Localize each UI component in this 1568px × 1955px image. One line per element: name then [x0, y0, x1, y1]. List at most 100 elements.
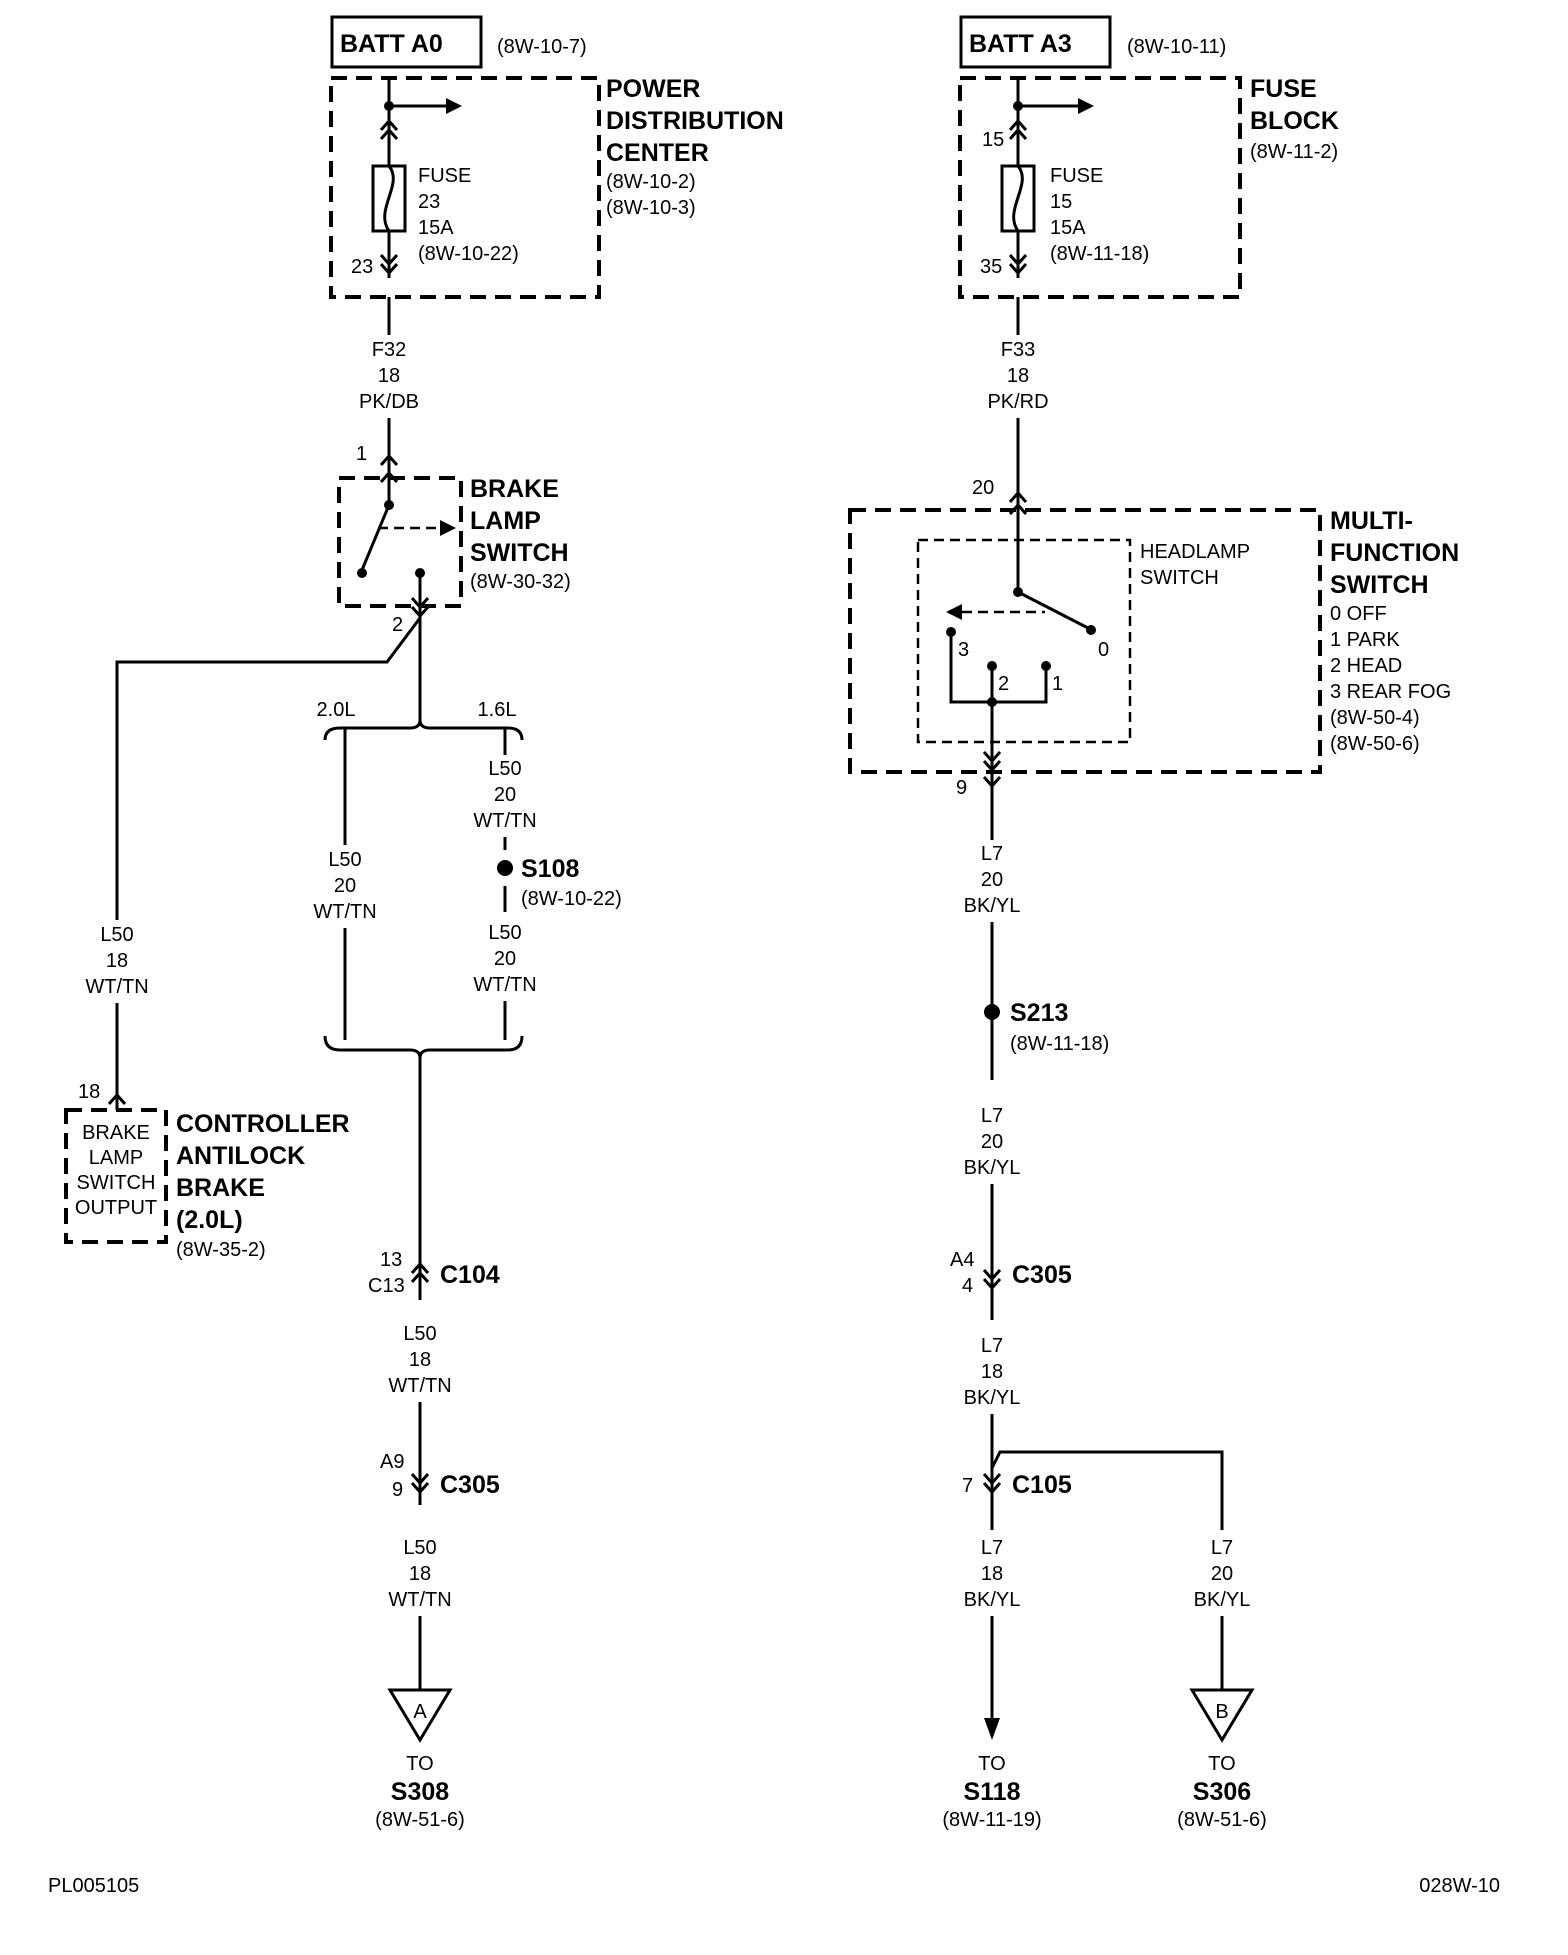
mfs-pin-20: 20 [972, 477, 994, 499]
wire-l50-2-0l-label: L50 20 WT/TN [313, 849, 376, 923]
svg-text:15: 15 [1050, 191, 1072, 213]
brake-lamp-switch-ref: (8W-30-32) [470, 571, 571, 593]
svg-text:S306: S306 [1193, 1778, 1251, 1806]
fuse-block-bus-arrow [1078, 98, 1094, 114]
splice-s213-ref: (8W-11-18) [1010, 1033, 1109, 1055]
svg-text:15A: 15A [1050, 217, 1086, 239]
brake-lamp-switch-title: BRAKE LAMP SWITCH [470, 475, 569, 567]
svg-text:OUTPUT: OUTPUT [75, 1197, 157, 1219]
wire-l50-1-6l-label-bottom: L50 20 WT/TN [473, 922, 536, 996]
svg-text:18: 18 [981, 1361, 1003, 1383]
batt-a0-ref: (8W-10-7) [497, 36, 587, 58]
brake-switch-blade [360, 504, 391, 571]
to-s118-label: TO S118 (8W-11-19) [942, 1753, 1041, 1831]
batt-a3-box [959, 15, 1112, 69]
svg-text:20: 20 [494, 784, 516, 806]
svg-text:2 HEAD: 2 HEAD [1330, 655, 1402, 677]
svg-text:WT/TN: WT/TN [313, 901, 376, 923]
svg-text:BK/YL: BK/YL [964, 1589, 1021, 1611]
svg-text:(8W-51-6): (8W-51-6) [375, 1809, 465, 1831]
fuse-23-text: FUSE 23 15A (8W-10-22) [418, 165, 519, 265]
abs-in-chevron [107, 1092, 127, 1105]
batt-a0-label: BATT A0 [340, 30, 443, 58]
headlamp-action-arrow [946, 604, 962, 620]
headlamp-switch-box [916, 538, 1132, 744]
brake-lamp-switch-box [337, 476, 463, 608]
c305-left-pin-a9: A9 [380, 1451, 404, 1473]
svg-text:MULTI-: MULTI- [1330, 507, 1413, 535]
fuse-23-element [383, 165, 395, 232]
svg-text:18: 18 [409, 1349, 431, 1371]
wire-l50-c104-label: L50 18 WT/TN [388, 1323, 451, 1397]
svg-text:HEADLAMP: HEADLAMP [1140, 541, 1250, 563]
wire-f32-label: F32 18 PK/DB [359, 339, 419, 413]
svg-text:L7: L7 [981, 1537, 1003, 1559]
svg-text:ANTILOCK: ANTILOCK [176, 1142, 305, 1170]
headlamp-switch-blade [1017, 590, 1089, 630]
contact-2: 2 [998, 673, 1009, 695]
c305-right-chevron [982, 1269, 1002, 1282]
splice-s213-label: S213 [1010, 999, 1068, 1027]
svg-text:(8W-50-6): (8W-50-6) [1330, 733, 1420, 755]
svg-text:20: 20 [494, 948, 516, 970]
wire-to-s306 [990, 1450, 1224, 1530]
svg-text:SWITCH: SWITCH [1330, 571, 1429, 599]
svg-text:S118: S118 [963, 1778, 1020, 1806]
svg-text:(8W-51-6): (8W-51-6) [1177, 1809, 1267, 1831]
svg-text:L7: L7 [981, 1105, 1003, 1127]
svg-text:BK/YL: BK/YL [964, 1157, 1021, 1179]
svg-text:F33: F33 [1001, 339, 1035, 361]
svg-text:L7: L7 [1211, 1537, 1233, 1559]
pdc-box [329, 76, 601, 299]
wire-l7-label-3: L7 18 BK/YL [964, 1335, 1021, 1409]
svg-text:BRAKE: BRAKE [176, 1174, 265, 1202]
svg-text:20: 20 [334, 875, 356, 897]
fuse-block-title: FUSE BLOCK [1250, 75, 1339, 135]
svg-text:BRAKE: BRAKE [470, 475, 559, 503]
svg-text:(8W-11-18): (8W-11-18) [1050, 243, 1149, 265]
wire-l7-label-4: L7 18 BK/YL [964, 1537, 1021, 1611]
contact-1: 1 [1052, 673, 1063, 695]
svg-text:F32: F32 [372, 339, 406, 361]
svg-text:BK/YL: BK/YL [964, 895, 1021, 917]
svg-text:SWITCH: SWITCH [1140, 567, 1219, 589]
wire-l50-abs-label: L50 18 WT/TN [85, 924, 148, 998]
svg-text:L50: L50 [488, 758, 521, 780]
option-1-6l: 1.6L [478, 699, 517, 721]
svg-text:20: 20 [981, 869, 1003, 891]
c104-pin-c13: C13 [368, 1275, 405, 1297]
splice-s213 [984, 1004, 1000, 1020]
svg-text:FUNCTION: FUNCTION [1330, 539, 1459, 567]
pdc-chevron [379, 118, 399, 131]
svg-text:L7: L7 [981, 843, 1003, 865]
c305-left-label: C305 [440, 1471, 500, 1499]
c105-chevron [982, 1473, 1002, 1486]
svg-text:WT/TN: WT/TN [388, 1375, 451, 1397]
svg-text:BK/YL: BK/YL [964, 1387, 1021, 1409]
option-2-0l: 2.0L [317, 699, 356, 721]
svg-text:PK/RD: PK/RD [987, 391, 1048, 413]
svg-text:(8W-11-19): (8W-11-19) [942, 1809, 1041, 1831]
contact-0: 0 [1098, 639, 1109, 661]
svg-text:(8W-10-22): (8W-10-22) [418, 243, 519, 265]
svg-text:20: 20 [1211, 1563, 1233, 1585]
wire-l7-label-5: L7 20 BK/YL [1194, 1537, 1251, 1611]
svg-text:18: 18 [378, 365, 400, 387]
svg-text:SWITCH: SWITCH [470, 539, 569, 567]
wire-to-abs [115, 617, 422, 920]
brake-switch-in-chevron [379, 453, 399, 466]
svg-text:23: 23 [418, 191, 440, 213]
svg-text:20: 20 [981, 1131, 1003, 1153]
batt-a0-box [330, 15, 483, 69]
svg-text:18: 18 [981, 1563, 1003, 1585]
svg-text:WT/TN: WT/TN [473, 810, 536, 832]
svg-text:L50: L50 [403, 1537, 436, 1559]
abs-box-text: BRAKE LAMP SWITCH OUTPUT [75, 1122, 157, 1219]
pdc-title: POWER DISTRIBUTION CENTER [606, 75, 784, 167]
c305-right-label: C305 [1012, 1261, 1072, 1289]
svg-text:PK/DB: PK/DB [359, 391, 419, 413]
svg-text:L50: L50 [403, 1323, 436, 1345]
svg-text:L50: L50 [488, 922, 521, 944]
c305-left-chevron [410, 1473, 430, 1486]
